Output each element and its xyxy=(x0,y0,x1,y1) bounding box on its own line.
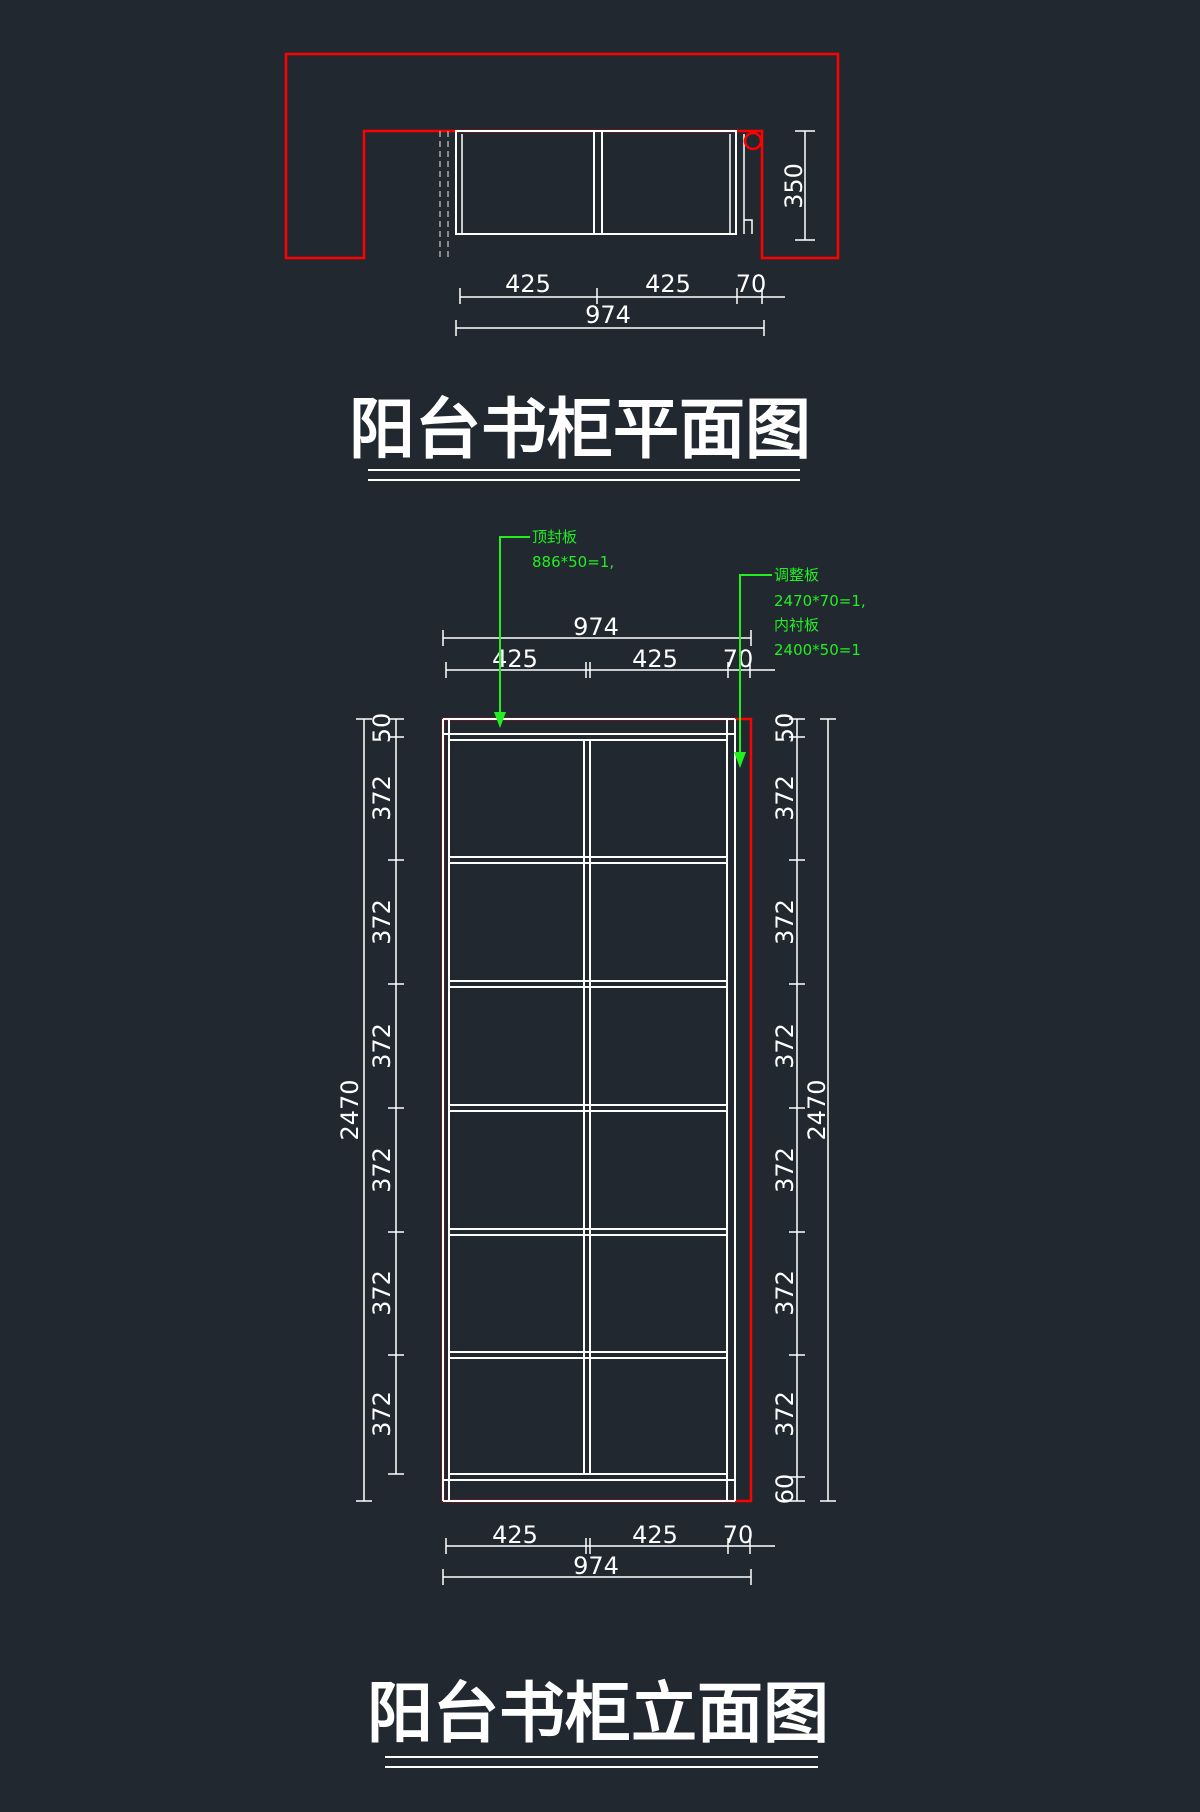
annotation-top-board-spec: 886*50=1, xyxy=(532,553,614,571)
elevation-right-dim-372: 372 xyxy=(771,775,799,821)
elevation-left-dimensions: 50 372 372 372 372 372 372 2470 xyxy=(336,713,404,1502)
elevation-bottom-dim-425-left: 425 xyxy=(492,1521,538,1549)
plan-depth-label: 350 xyxy=(780,163,808,209)
plan-width-dimensions: 425 425 70 974 xyxy=(455,270,785,336)
plan-dim-425-right: 425 xyxy=(645,270,691,298)
plan-depth-dimension: 350 xyxy=(780,130,815,241)
elevation-right-dim-372: 372 xyxy=(771,1023,799,1069)
annotation-inner-board-spec: 2400*50=1 xyxy=(774,641,861,659)
elevation-view: 974 425 425 70 xyxy=(336,528,866,1768)
elevation-left-dim-372: 372 xyxy=(368,1270,396,1316)
elevation-left-dim-372: 372 xyxy=(368,1023,396,1069)
plan-pipe-marker xyxy=(743,131,763,151)
elevation-left-dim-2470: 2470 xyxy=(336,1079,364,1140)
annotation-top-board: 顶封板 886*50=1, xyxy=(494,528,614,728)
elevation-bottom-dim-425-right: 425 xyxy=(632,1521,678,1549)
plan-dim-974: 974 xyxy=(585,301,631,329)
elevation-right-dim-372: 372 xyxy=(771,1391,799,1437)
plan-corner-detail xyxy=(744,219,753,234)
annotation-adjust-board-spec: 2470*70=1, xyxy=(774,592,866,610)
elevation-bottom-dimensions: 425 425 70 974 xyxy=(442,1521,775,1585)
annotation-adjust-board-name: 调整板 xyxy=(774,566,819,584)
elevation-top-dim-974: 974 xyxy=(573,613,619,641)
plan-view: 350 425 425 70 974 阳台书柜平面图 xyxy=(284,52,840,481)
elevation-left-dim-372: 372 xyxy=(368,1391,396,1437)
plan-dim-425-left: 425 xyxy=(505,270,551,298)
elevation-right-dimensions: 50 372 372 372 372 372 372 60 2470 xyxy=(771,713,836,1505)
elevation-bottom-dim-70: 70 xyxy=(723,1521,754,1549)
annotation-top-board-name: 顶封板 xyxy=(532,528,577,546)
elevation-right-dim-372: 372 xyxy=(771,899,799,945)
elevation-bottom-dim-974: 974 xyxy=(573,1552,619,1580)
annotation-inner-board-name: 内衬板 xyxy=(774,616,819,634)
elevation-right-dim-60: 60 xyxy=(771,1474,799,1505)
elevation-right-dim-372: 372 xyxy=(771,1147,799,1193)
plan-dim-70: 70 xyxy=(736,270,767,298)
elevation-title: 阳台书柜立面图 xyxy=(367,1675,829,1752)
elevation-right-dim-372: 372 xyxy=(771,1270,799,1316)
elevation-shelves xyxy=(448,733,728,1481)
elevation-left-dim-50: 50 xyxy=(368,713,396,744)
plan-cabinet-body xyxy=(455,130,737,235)
elevation-top-dimensions: 974 425 425 70 xyxy=(442,613,775,678)
plan-title: 阳台书柜平面图 xyxy=(349,391,811,468)
elevation-left-dim-372: 372 xyxy=(368,775,396,821)
elevation-left-dim-372: 372 xyxy=(368,899,396,945)
elevation-top-dim-425-left: 425 xyxy=(492,645,538,673)
annotation-adjust-board: 调整板 2470*70=1, 内衬板 2400*50=1 xyxy=(734,566,866,768)
elevation-left-dim-372: 372 xyxy=(368,1147,396,1193)
elevation-top-dim-425-right: 425 xyxy=(632,645,678,673)
plan-wall-outline xyxy=(284,52,840,260)
elevation-right-dim-50: 50 xyxy=(771,713,799,744)
elevation-right-dim-2470: 2470 xyxy=(803,1079,831,1140)
elevation-top-dim-70: 70 xyxy=(723,645,754,673)
